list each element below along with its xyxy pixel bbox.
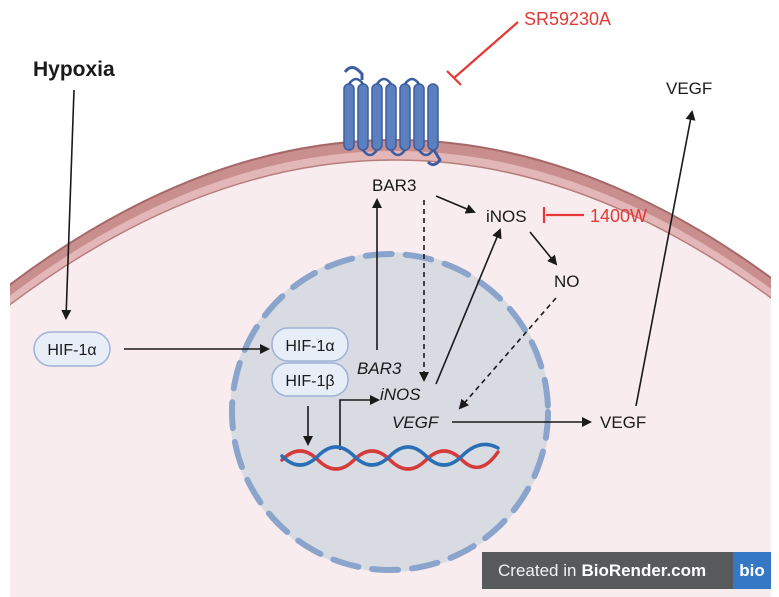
badge-text: Created in BioRender.com	[482, 552, 733, 589]
hif1b-nucleus-label: HIF-1β	[285, 373, 334, 390]
inos-no-arrow	[529, 231, 558, 266]
biorender-badge: Created in BioRender.com bio	[482, 552, 771, 589]
bar3-gene-label: BAR3	[357, 359, 402, 378]
hif1a-nucleus-pill	[271, 327, 349, 362]
bar3-protein-label: BAR3	[372, 176, 416, 195]
vegf-secreted-label: VEGF	[666, 79, 712, 98]
biorender-logo: bio	[733, 552, 771, 589]
badge-prefix: Created in	[498, 560, 577, 580]
sr59230a-inhibition-line	[453, 21, 519, 79]
bar3-inos-arrow	[435, 195, 476, 214]
no-vegf-gene-dashed-arrow	[458, 297, 557, 410]
hif1a-cytoplasm-pill	[33, 331, 111, 367]
hif1b-nucleus-pill	[271, 362, 349, 397]
dna-helix	[280, 442, 500, 471]
inos-expression-arrow	[435, 228, 502, 385]
1400w-label: 1400W	[590, 206, 647, 226]
bar3-receptor	[343, 66, 442, 167]
inos-gene-label: iNOS	[380, 385, 421, 404]
no-label: NO	[554, 272, 580, 291]
badge-brand: BioRender.com	[581, 560, 707, 580]
vegf-gene-label: VEGF	[392, 413, 440, 432]
hif1a-cytoplasm-label: HIF-1α	[47, 342, 96, 359]
nuclear-envelope	[229, 251, 551, 573]
inos-protein-label: iNOS	[486, 207, 527, 226]
transcription-arrow	[339, 395, 380, 450]
sr59230a-inhibition-bar	[446, 70, 462, 86]
hypoxia-arrow	[61, 89, 75, 320]
vegf-secretion-arrow	[635, 110, 696, 407]
sr59230a-label: SR59230A	[524, 9, 611, 29]
hypoxia-label: Hypoxia	[33, 58, 115, 81]
hif1a-nucleus-label: HIF-1α	[285, 338, 334, 355]
vegf-protein-label: VEGF	[600, 413, 646, 432]
